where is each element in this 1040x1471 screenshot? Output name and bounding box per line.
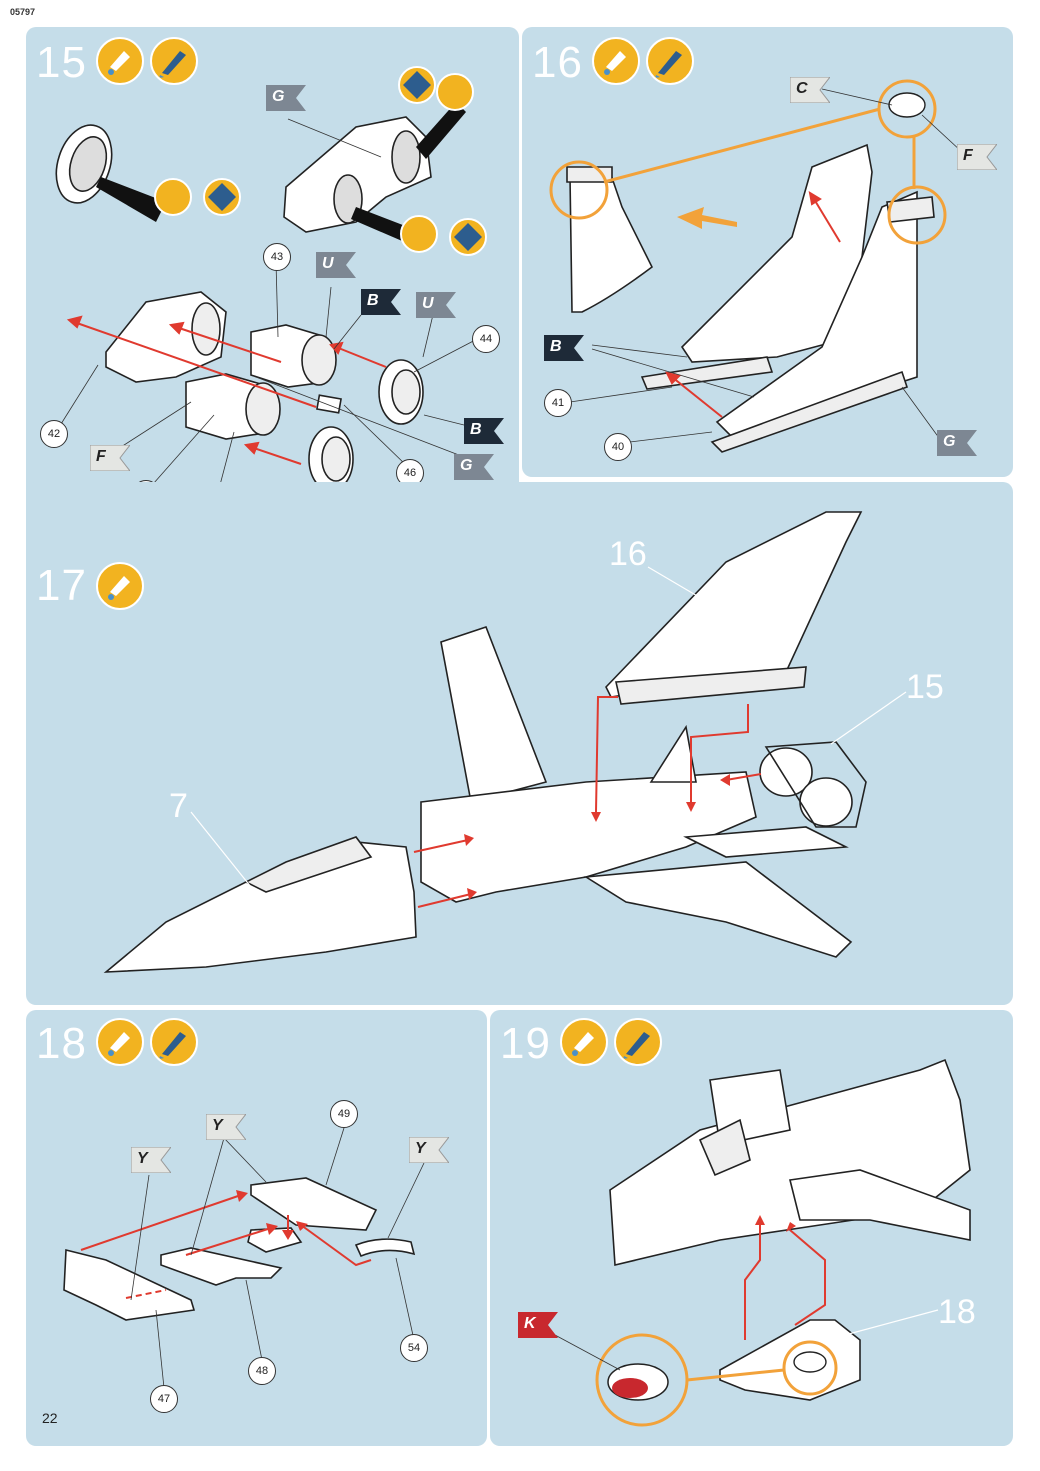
color-flag: B — [544, 335, 584, 361]
paint-brush-icon — [150, 37, 198, 85]
color-flag: G — [937, 430, 977, 456]
step-19-panel: 19 — [490, 1010, 1013, 1446]
step-15-panel: 15 — [26, 27, 519, 550]
color-flag: C — [790, 77, 830, 103]
color-flag: G — [454, 454, 494, 480]
paint-brush-icon — [150, 1018, 198, 1066]
step-18-panel: 18 — [26, 1010, 487, 1446]
part-callout: 54 — [400, 1334, 428, 1362]
glue-bottle-icon — [592, 37, 640, 85]
step-18-drawing — [63, 1127, 425, 1389]
assembly-label: 16 — [609, 535, 647, 573]
step-number: 16 — [532, 38, 583, 87]
step-number: 18 — [36, 1019, 87, 1068]
glue-bottle-icon — [96, 562, 144, 610]
step-number: 17 — [36, 561, 87, 610]
page-number: 22 — [42, 1410, 58, 1426]
color-flag: G — [266, 85, 306, 111]
glue-bottle-icon — [96, 37, 144, 85]
color-flag: U — [316, 252, 356, 278]
paint-brush-icon — [614, 1018, 662, 1066]
color-flag: Y — [409, 1137, 449, 1163]
step-16-drawing — [549, 79, 963, 453]
part-callout: 48 — [248, 1357, 276, 1385]
step-17-drawing — [103, 511, 907, 973]
part-callout: 49 — [330, 1100, 358, 1128]
part-callout: 40 — [604, 433, 632, 461]
part-callout: 43 — [263, 243, 291, 271]
assembly-label: 15 — [906, 668, 944, 706]
color-flag: F — [90, 445, 130, 471]
color-flag: Y — [206, 1114, 246, 1140]
glue-bottle-icon — [560, 1018, 608, 1066]
document-code: 05797 — [10, 7, 36, 17]
step-19-drawing — [554, 1058, 971, 1427]
step-15-drawing — [55, 66, 487, 523]
color-flag: Y — [131, 1147, 171, 1173]
step-16-panel: 16 — [522, 27, 1013, 477]
color-flag: F — [957, 144, 997, 170]
color-flag: U — [416, 292, 456, 318]
step-number: 15 — [36, 38, 87, 87]
part-callout: 42 — [40, 420, 68, 448]
part-callout: 47 — [150, 1385, 178, 1413]
color-flag: B — [464, 418, 504, 444]
assembly-label: 7 — [169, 787, 188, 825]
paint-brush-icon — [646, 37, 694, 85]
color-flag: B — [361, 289, 401, 315]
color-flag: K — [518, 1312, 558, 1338]
step-17-panel: 17 — [26, 482, 1013, 1005]
part-callout: 41 — [544, 389, 572, 417]
glue-bottle-icon — [96, 1018, 144, 1066]
part-callout: 44 — [472, 325, 500, 353]
step-number: 19 — [500, 1019, 551, 1068]
assembly-label: 18 — [938, 1293, 976, 1331]
